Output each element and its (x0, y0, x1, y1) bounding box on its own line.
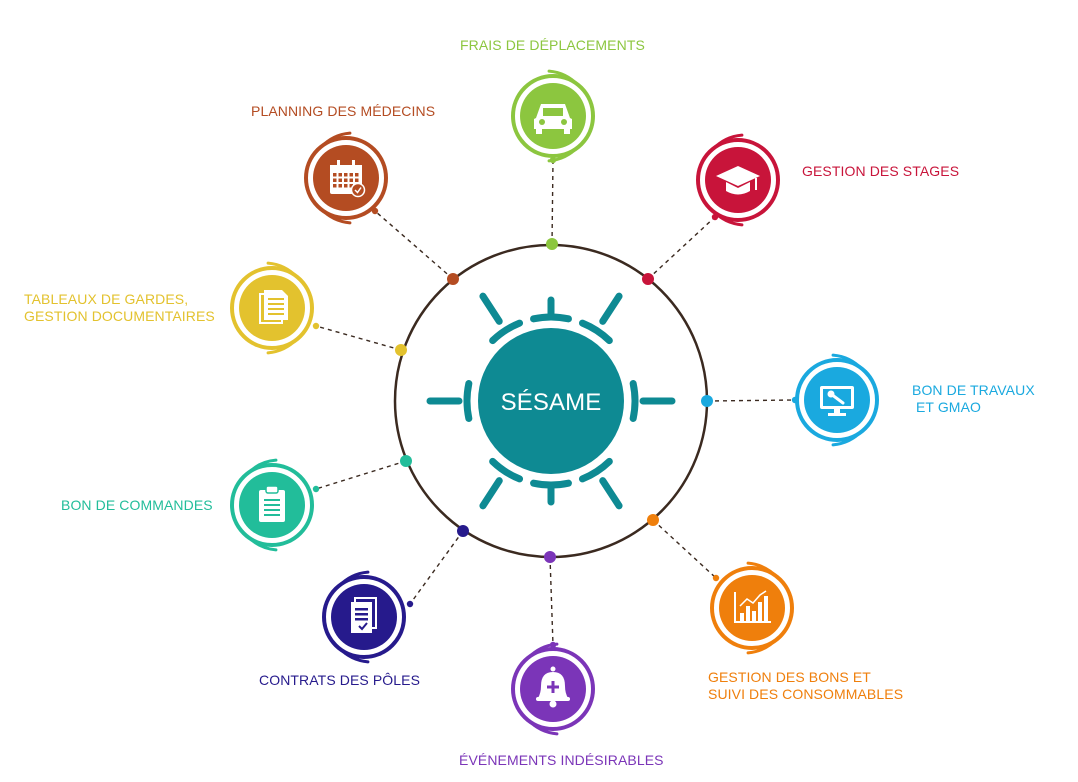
hub-circle (478, 328, 624, 474)
label-planning-des-medecins[interactable]: PLANNING DES MÉDECINS (251, 103, 436, 119)
ring-dot-contrats (457, 525, 469, 537)
connector-contrats (409, 530, 464, 605)
label-evenements-indesirables[interactable]: ÉVÉNEMENTS INDÉSIRABLES (459, 752, 664, 768)
ring-dot-planning (447, 273, 459, 285)
ring-dot-evenements (544, 551, 556, 563)
label-gestion-des-bons[interactable]: GESTION DES BONS ET SUIVI DES CONSOMMABL… (708, 669, 904, 702)
connector-evenements (549, 556, 554, 646)
ring-dots (395, 238, 713, 563)
connector-end-gardes (312, 322, 320, 330)
ring-dot-travaux (701, 395, 713, 407)
connector-frais (551, 159, 554, 245)
hub-arc (578, 319, 613, 345)
hub-arc (530, 479, 572, 489)
car-icon (534, 104, 572, 134)
hub-rays (426, 292, 676, 510)
hub-arc (489, 319, 524, 345)
connector-commandes (315, 460, 407, 490)
graduation-cap-icon (716, 166, 760, 195)
hub-title: SÉSAME (500, 389, 602, 416)
node-disc (719, 575, 785, 641)
label-bon-de-travaux[interactable]: BON DE TRAVAUX ET GMAO (912, 382, 1035, 415)
hub-ray (599, 477, 623, 510)
connector-planning (374, 210, 454, 280)
bar-chart-icon (734, 590, 771, 623)
connector-end-consommables (712, 574, 720, 582)
ring-dot-stages (642, 273, 654, 285)
module-node-contrats[interactable] (322, 570, 406, 664)
hub-ray (479, 477, 503, 510)
hub-arc (578, 457, 613, 483)
calendar-icon (330, 160, 366, 198)
module-node-commandes[interactable] (230, 458, 314, 552)
ring-dot-frais (546, 238, 558, 250)
clipboard-icon (259, 485, 285, 522)
hub-ray (599, 292, 623, 325)
connector-end-commandes (312, 485, 320, 493)
hub-arc (489, 457, 524, 483)
module-node-planning[interactable] (304, 131, 388, 225)
module-node-stages[interactable] (696, 133, 780, 227)
label-bon-de-commandes[interactable]: BON DE COMMANDES (61, 497, 213, 513)
hub-arc (463, 380, 473, 422)
contract-document-icon (351, 597, 377, 633)
label-contrats-des-poles[interactable]: CONTRATS DES PÔLES (259, 672, 421, 688)
label-tableaux-de-gardes[interactable]: TABLEAUX DE GARDES, GESTION DOCUMENTAIRE… (24, 291, 215, 324)
module-node-travaux[interactable] (795, 353, 879, 447)
ring-dot-commandes (400, 455, 412, 467)
monitor-wrench-icon (820, 386, 854, 416)
module-node-frais[interactable] (511, 69, 595, 163)
connector-travaux (706, 399, 796, 402)
connectors (312, 156, 799, 649)
hub-arc (530, 313, 572, 323)
label-frais-deplacements[interactable]: FRAIS DE DÉPLACEMENTS (460, 37, 645, 53)
connector-end-contrats (406, 600, 414, 608)
bell-plus-icon (536, 666, 570, 708)
label-gestion-des-stages[interactable]: GESTION DES STAGES (802, 163, 960, 179)
connector-gardes (315, 325, 402, 351)
module-nodes (230, 69, 879, 736)
documents-icon (259, 290, 288, 324)
module-node-consommables[interactable] (710, 561, 794, 655)
ring-dot-gardes (395, 344, 407, 356)
hub-arc (629, 380, 639, 422)
sesame-hub (426, 292, 676, 510)
module-node-evenements[interactable] (511, 642, 595, 736)
hub-ray (479, 292, 503, 325)
module-node-gardes[interactable] (230, 261, 314, 355)
ring-dot-consommables (647, 514, 659, 526)
connector-consommables (652, 519, 717, 579)
connector-stages (647, 216, 716, 280)
